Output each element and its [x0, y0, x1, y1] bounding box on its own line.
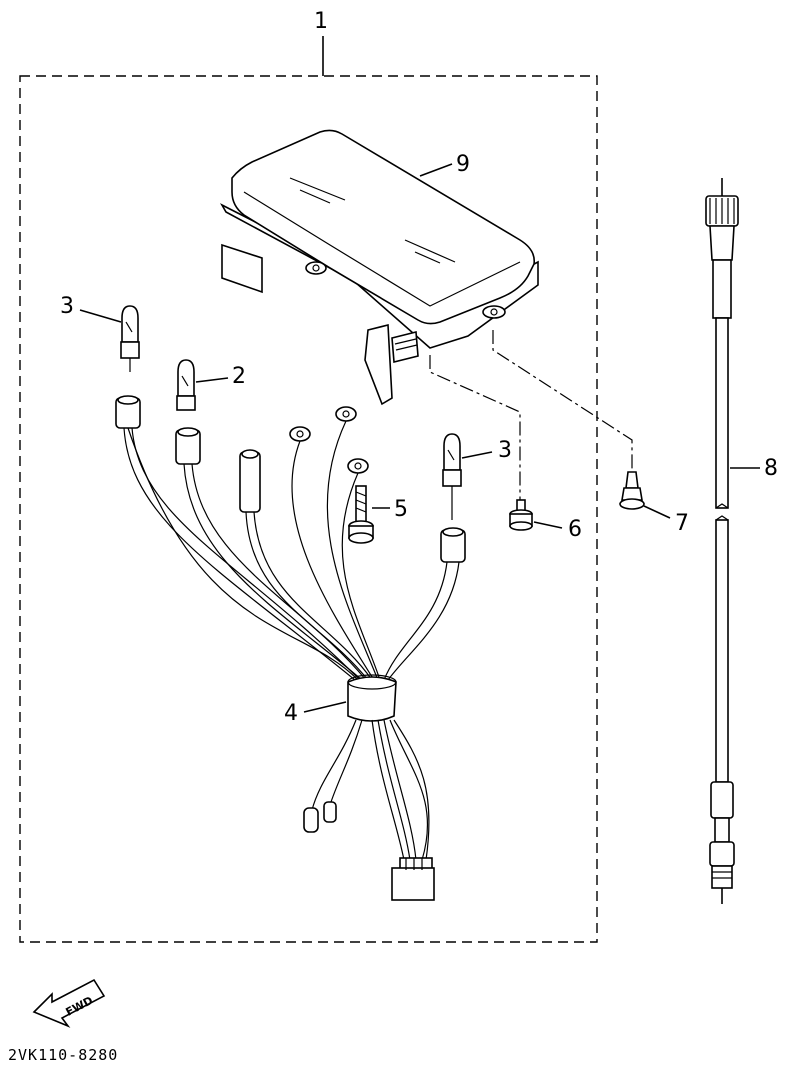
wire-harness-part-4[interactable] [115, 395, 466, 901]
callout-1-label: 1 [314, 9, 328, 34]
assembly-boundary [19, 75, 598, 943]
callout-8[interactable]: 8 [730, 456, 778, 481]
callout-6-label: 6 [568, 517, 582, 542]
callout-7[interactable]: 7 [643, 505, 689, 536]
callout-3-lower-label: 3 [498, 438, 512, 463]
screw-part-5[interactable] [348, 485, 374, 544]
callout-9[interactable]: 9 [419, 152, 470, 177]
callout-5-label: 5 [394, 497, 408, 522]
leader-housing-to-6 [429, 355, 521, 500]
callout-6[interactable]: 6 [533, 517, 582, 542]
callout-2-label: 2 [232, 364, 246, 389]
callout-1[interactable]: 1 [314, 9, 328, 76]
leader-housing-to-7 [492, 330, 633, 470]
callout-7-label: 7 [675, 511, 689, 536]
callout-3-upper[interactable]: 3 [60, 294, 122, 323]
callout-2[interactable]: 2 [195, 364, 246, 389]
callout-3-lower[interactable]: 3 [461, 438, 512, 463]
callout-3-upper-label: 3 [60, 294, 74, 319]
drawing-code: 2VK110-8280 [8, 1046, 118, 1064]
fwd-arrow-icon: FWD [32, 978, 106, 1028]
bulb-part-3-lower[interactable] [442, 433, 462, 520]
callout-4[interactable]: 4 [284, 701, 347, 726]
meter-assembly-part-9[interactable] [219, 129, 539, 406]
bulb-part-2[interactable] [176, 359, 196, 411]
callout-9-label: 9 [456, 152, 470, 177]
bulb-part-3-upper[interactable] [120, 305, 140, 372]
bolt-part-6[interactable] [509, 499, 533, 531]
callout-8-label: 8 [764, 456, 778, 481]
callout-4-label: 4 [284, 701, 298, 726]
callout-5[interactable]: 5 [372, 497, 408, 522]
meter-cable-part-8[interactable] [705, 178, 739, 904]
grommet-part-7[interactable] [619, 471, 645, 510]
